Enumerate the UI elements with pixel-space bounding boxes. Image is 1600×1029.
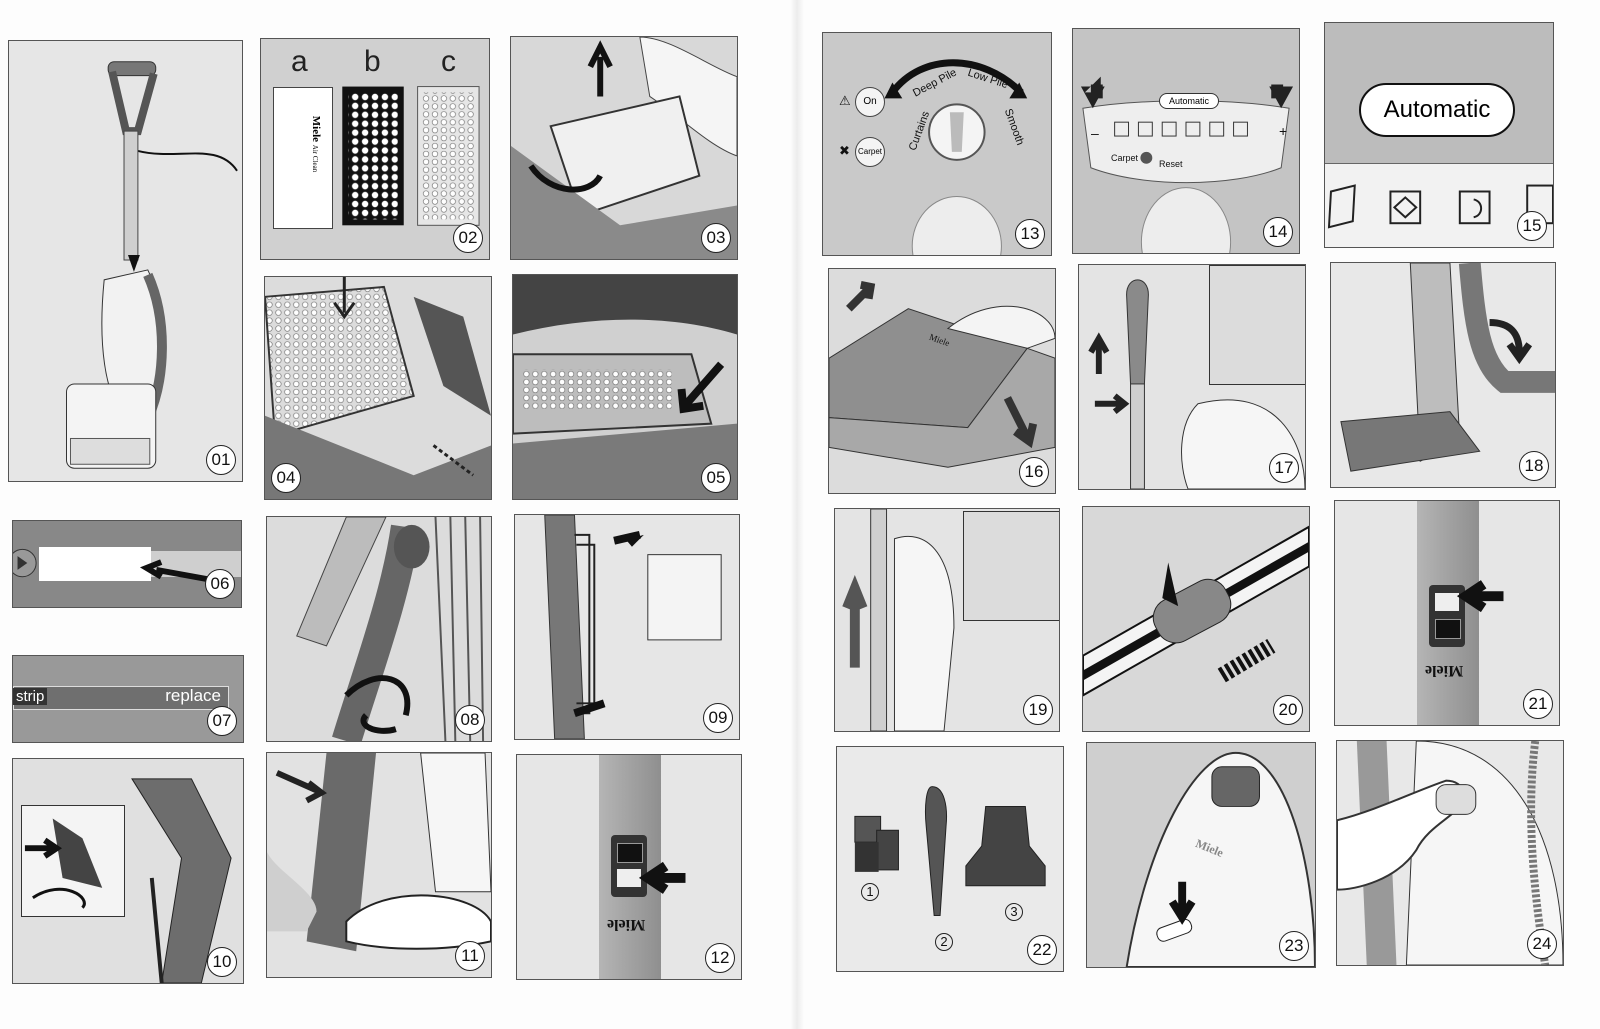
panel-14: Automatic – + Carpet Reset 14 (1072, 28, 1300, 254)
panel-19: 19 (834, 508, 1060, 732)
right-page: On Carpet ⚠ ✖ Curtains Deep Pile Low Pil… (800, 0, 1600, 1029)
minus-label: – (1091, 125, 1099, 141)
switch-arrow (1335, 501, 1559, 725)
automatic-indicator: Automatic (1159, 93, 1219, 109)
filter-insert-illustration (265, 277, 491, 499)
panel-17: 17 (1078, 264, 1306, 490)
step-number: 06 (205, 569, 235, 599)
cord-wrap-illustration (515, 515, 739, 739)
step-number: 04 (271, 463, 301, 493)
filter-illustration (261, 39, 489, 259)
panel-09: 09 (514, 514, 740, 740)
step-number: 02 (453, 223, 483, 253)
panel-23: Miele 23 (1086, 742, 1316, 968)
step-number: 12 (705, 943, 735, 973)
step-number: 09 (703, 703, 733, 733)
plus-label: + (1279, 123, 1287, 139)
panel-22: 1 2 3 22 (836, 746, 1064, 972)
handle-adjust-illustration (1079, 265, 1305, 489)
step-number: 24 (1527, 929, 1557, 959)
panel-06: 06 (12, 520, 242, 608)
accessory-number-3: 3 (1005, 903, 1023, 921)
reset-label: Reset (1159, 159, 1183, 169)
step-number: 01 (206, 445, 236, 475)
hose-release-illustration (1331, 263, 1555, 487)
step-number: 11 (455, 941, 485, 971)
accessory-storage-illustration (1087, 743, 1315, 967)
handle-release-illustration (13, 759, 243, 983)
step-number: 23 (1279, 931, 1309, 961)
panel-10: 10 (12, 758, 244, 984)
step-number: 08 (455, 705, 485, 735)
panel-12: Miele 12 (516, 754, 742, 980)
panel-15: Automatic 15 (1324, 22, 1554, 248)
upright-vacuum-illustration (9, 41, 242, 481)
step-number: 18 (1519, 451, 1549, 481)
panel-18: 18 (1330, 262, 1556, 488)
step-number: 20 (1273, 695, 1303, 725)
step-number: 03 (701, 223, 731, 253)
replace-label: replace (165, 686, 221, 706)
panel-21: Miele 21 (1334, 500, 1560, 726)
panel-03: 03 (510, 36, 738, 260)
panel-07: strip replace 07 (12, 655, 244, 743)
telescopic-wand-illustration (1083, 507, 1309, 731)
accessory-removal-illustration (1337, 741, 1563, 965)
panel-08: 08 (266, 516, 492, 742)
strip-label: strip (13, 688, 47, 705)
hose-twist-illustration (267, 517, 491, 741)
panel-05: 05 (512, 274, 738, 500)
step-number: 15 (1517, 211, 1547, 241)
step-number: 19 (1023, 695, 1053, 725)
step-number: 17 (1269, 453, 1299, 483)
panel-02: a b c Miele Air Clean 02 (260, 38, 490, 260)
panel-20: 20 (1082, 506, 1310, 732)
step-number: 10 (207, 947, 237, 977)
step-number: 16 (1019, 457, 1049, 487)
step-number: 21 (1523, 689, 1553, 719)
panel-04: 04 (264, 276, 492, 500)
filter-lock-illustration (513, 275, 737, 499)
filter-removal-illustration (511, 37, 737, 259)
control-panel (1073, 29, 1299, 253)
accessory-number-1: 1 (861, 883, 879, 901)
panel-11: 11 (266, 752, 492, 978)
floorhead-tilt-illustration (829, 269, 1055, 493)
panel-24: 24 (1336, 740, 1564, 966)
indicator-arrow (13, 521, 241, 607)
step-number: 05 (701, 463, 731, 493)
step-number: 13 (1015, 219, 1045, 249)
panel-13: On Carpet ⚠ ✖ Curtains Deep Pile Low Pil… (822, 32, 1052, 256)
carpet-label: Carpet (1111, 153, 1138, 163)
wand-release-illustration (835, 509, 1059, 731)
switch-arrow (517, 755, 741, 979)
accessory-number-2: 2 (935, 933, 953, 951)
mode-icons (1325, 23, 1553, 247)
foot-pedal-illustration (267, 753, 491, 977)
left-page: 01 a b c Miele Air Clean (0, 0, 790, 1029)
step-number: 14 (1263, 217, 1293, 247)
panel-16: Miele 16 (828, 268, 1056, 494)
panel-01: 01 (8, 40, 243, 482)
step-number: 22 (1027, 935, 1057, 965)
step-number: 07 (207, 706, 237, 736)
